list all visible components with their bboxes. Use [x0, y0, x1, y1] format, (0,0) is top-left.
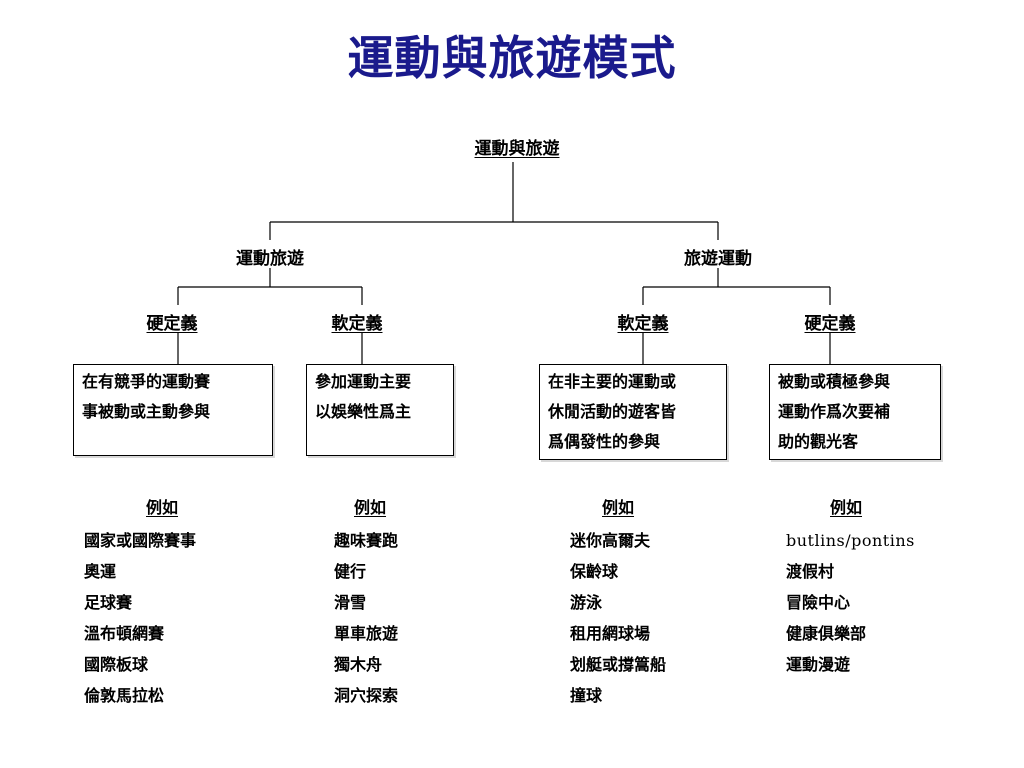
- desc-line: 參加運動主要: [315, 372, 412, 391]
- example-item: 迷你高爾夫: [570, 531, 651, 550]
- example-item: 健康俱樂部: [786, 624, 867, 643]
- example-item: 趣味賽跑: [334, 531, 399, 550]
- desc-box-right-hard: 被動或積極參與 運動作爲次要補 助的觀光客: [769, 364, 941, 460]
- example-item: 渡假村: [786, 562, 835, 581]
- example-item: 獨木舟: [334, 655, 383, 674]
- example-item: 健行: [334, 562, 367, 581]
- left-hard-definition: 硬定義: [146, 314, 198, 334]
- examples-header: 例如: [146, 498, 179, 517]
- desc-box-right-soft: 在非主要的運動或 休閒活動的遊客皆 爲偶發性的參與: [539, 364, 727, 460]
- desc-box-left-soft: 參加運動主要 以娛樂性爲主: [306, 364, 454, 456]
- examples-header: 例如: [602, 498, 635, 517]
- desc-line: 運動作爲次要補: [778, 402, 891, 421]
- example-item: 運動漫遊: [786, 655, 851, 674]
- branch-tourism-sport: 旅遊運動: [684, 249, 752, 269]
- desc-line: 在有競爭的運動賽: [82, 372, 211, 391]
- desc-line: 爲偶發性的參與: [548, 432, 661, 451]
- example-item: 足球賽: [84, 593, 133, 612]
- desc-box-left-hard: 在有競爭的運動賽 事被動或主動參與: [73, 364, 273, 456]
- example-item: 冒險中心: [786, 593, 851, 612]
- desc-line: 助的觀光客: [778, 432, 859, 451]
- desc-line: 休閒活動的遊客皆: [548, 402, 677, 421]
- examples-column-2: 例如 趣味賽跑 健行 滑雪 單車旅遊 獨木舟 洞穴探索: [334, 492, 398, 711]
- desc-line: 被動或積極參與: [778, 372, 891, 391]
- example-item: 單車旅遊: [334, 624, 399, 643]
- desc-line: 以娛樂性爲主: [315, 402, 412, 421]
- example-item: 國家或國際賽事: [84, 531, 197, 550]
- example-item: 游泳: [570, 593, 603, 612]
- example-item: 撞球: [570, 686, 603, 705]
- left-soft-definition: 軟定義: [331, 314, 383, 334]
- example-item: 洞穴探索: [334, 686, 399, 705]
- root-node: 運動與旅遊: [474, 139, 560, 159]
- examples-header: 例如: [830, 498, 863, 517]
- example-item: butlins/pontins: [786, 531, 915, 550]
- example-item: 倫敦馬拉松: [84, 686, 165, 705]
- example-item: 滑雪: [334, 593, 367, 612]
- example-item: 租用網球場: [570, 624, 651, 643]
- example-item: 國際板球: [84, 655, 149, 674]
- examples-header: 例如: [354, 498, 387, 517]
- right-soft-definition: 軟定義: [617, 314, 669, 334]
- desc-line: 事被動或主動參與: [82, 402, 211, 421]
- example-item: 溫布頓網賽: [84, 624, 165, 643]
- branch-sport-tourism: 運動旅遊: [236, 249, 304, 269]
- example-item: 保齡球: [570, 562, 619, 581]
- page-title: 運動與旅遊模式: [347, 31, 677, 85]
- examples-column-1: 例如 國家或國際賽事 奧運 足球賽 溫布頓網賽 國際板球 倫敦馬拉松: [84, 492, 196, 711]
- example-item: 划艇或撐篙船: [570, 655, 667, 674]
- right-hard-definition: 硬定義: [804, 314, 856, 334]
- examples-column-3: 例如 迷你高爾夫 保齡球 游泳 租用網球場 划艇或撐篙船 撞球: [570, 492, 666, 711]
- examples-column-4: 例如 butlins/pontins 渡假村 冒險中心 健康俱樂部 運動漫遊: [786, 492, 915, 680]
- example-item: 奧運: [84, 562, 117, 581]
- desc-line: 在非主要的運動或: [548, 372, 677, 391]
